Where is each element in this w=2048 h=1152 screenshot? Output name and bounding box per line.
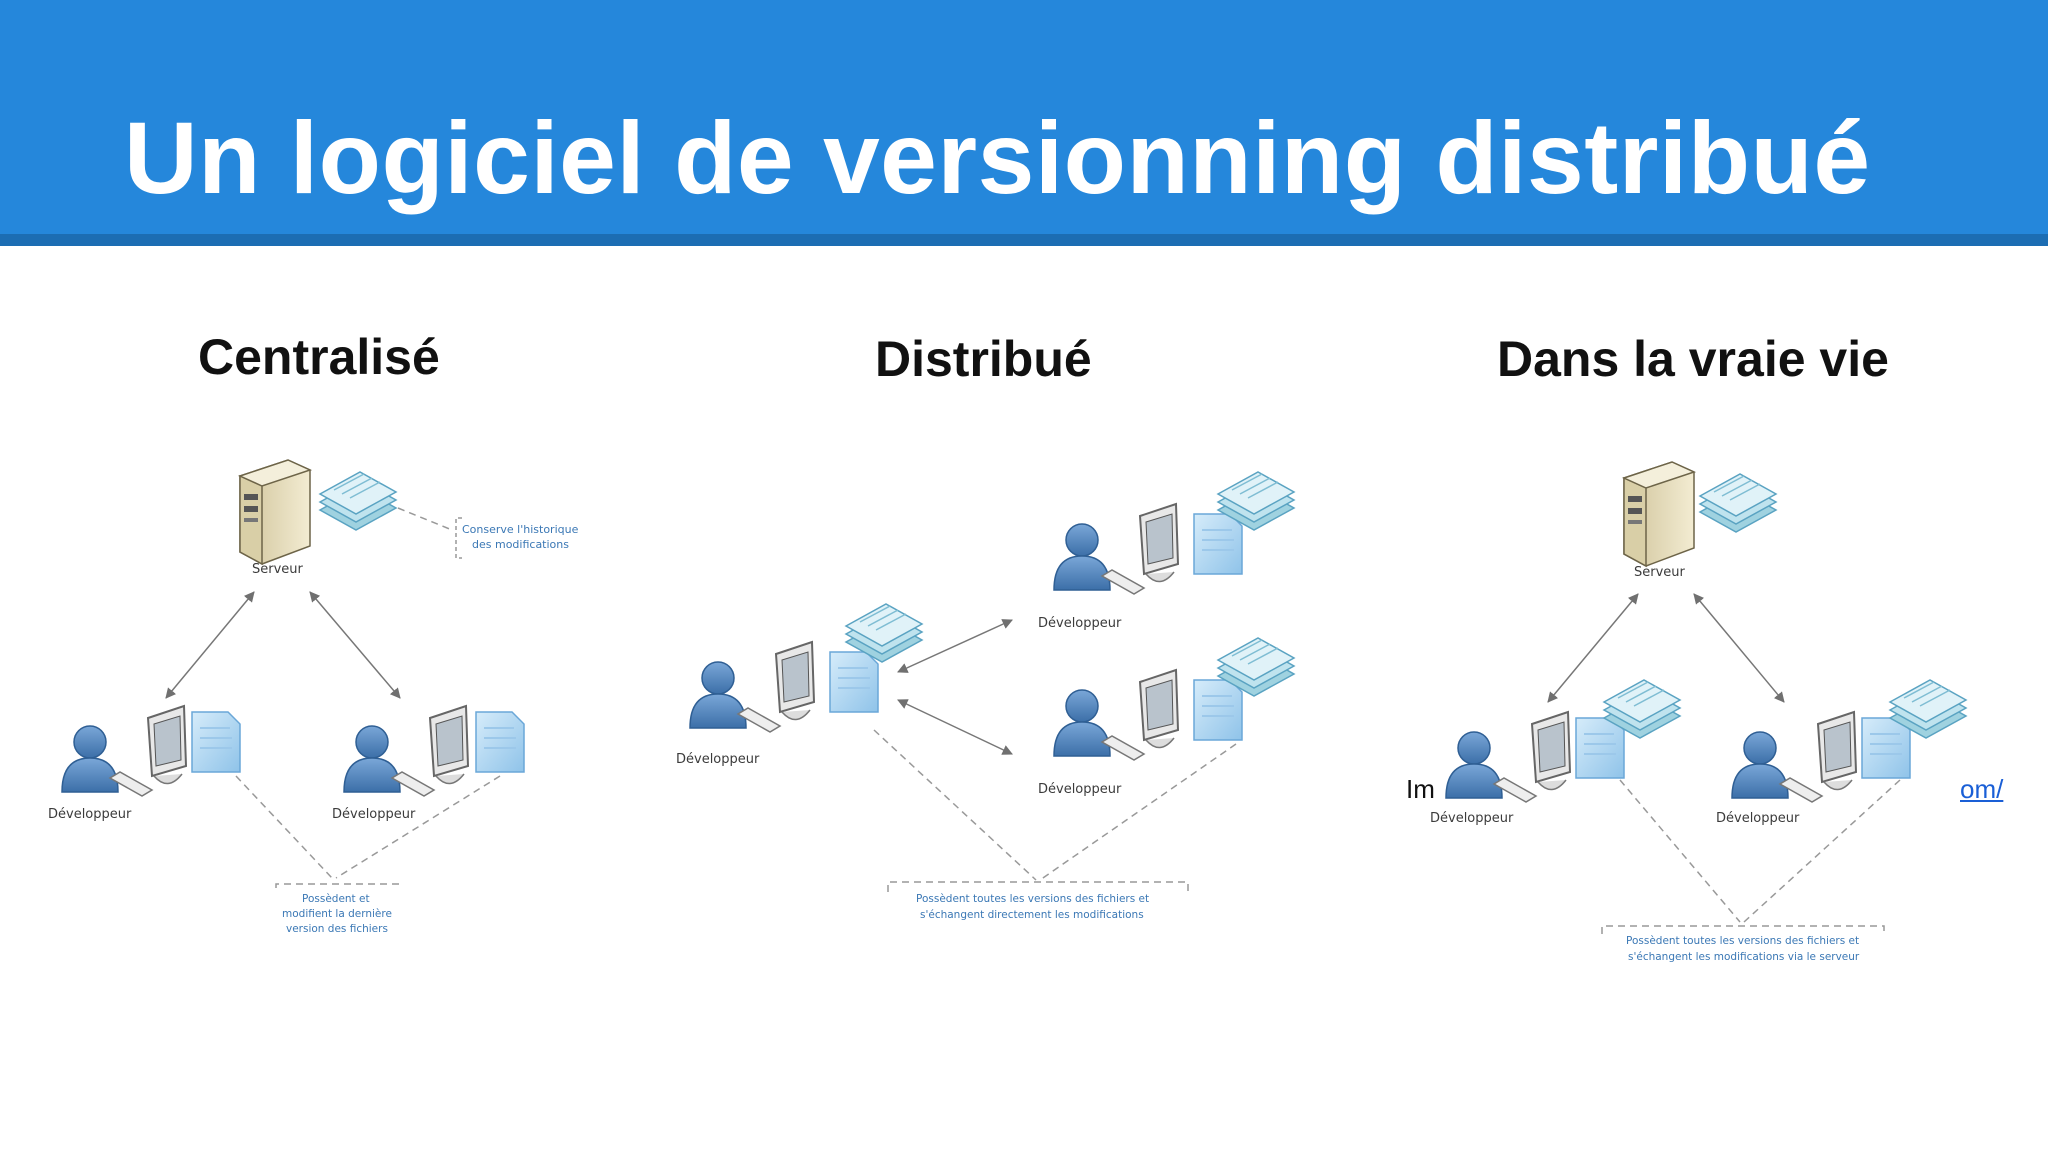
overlay-text-fragment: Im: [1406, 774, 1435, 804]
distribue-diagram: Développeur Développeur Développeur Poss…: [676, 471, 1295, 921]
bottom-note-line-1: Possèdent toutes les versions des fichie…: [916, 893, 1149, 905]
document-icon: [475, 711, 525, 773]
server-label: Serveur: [252, 562, 304, 577]
vraie-vie-diagram: Serveur Développeur Développeur Possèden…: [1430, 461, 1967, 963]
slide-header: Un logiciel de versionning distribué: [0, 0, 2048, 246]
document-icon: [829, 651, 879, 713]
developer-icon: [689, 641, 815, 733]
document-stack-icon: [319, 471, 397, 531]
bottom-note-line-1: Possèdent et: [302, 893, 370, 905]
slide-title: Un logiciel de versionning distribué: [124, 101, 1871, 215]
developer-label: Développeur: [332, 807, 416, 822]
document-icon: [1861, 717, 1911, 779]
bottom-note-line-2: s'échangent les modifications via le ser…: [1628, 951, 1860, 963]
server-note-line-1: Conserve l'historique: [462, 523, 579, 536]
developer-label: Développeur: [676, 752, 760, 767]
developer-label: Développeur: [1716, 811, 1800, 826]
column-title-centralise: Centralisé: [198, 329, 440, 385]
developer-label: Développeur: [1038, 782, 1122, 797]
server-icon: [1623, 461, 1695, 567]
column-title-distribue: Distribué: [875, 331, 1092, 387]
document-icon: [1193, 679, 1243, 741]
server-label: Serveur: [1634, 565, 1686, 580]
document-icon: [1575, 717, 1625, 779]
column-title-vraie-vie: Dans la vraie vie: [1497, 331, 1889, 387]
bottom-note-line-1: Possèdent toutes les versions des fichie…: [1626, 935, 1859, 947]
overlay-link-fragment[interactable]: om/: [1960, 774, 2004, 804]
document-icon: [1193, 513, 1243, 575]
centralise-diagram: Serveur Conserve l'historique des modifi…: [48, 459, 579, 935]
bottom-note-line-3: version des fichiers: [286, 923, 388, 935]
developer-icon: [1053, 669, 1179, 761]
developer-icon: [1053, 503, 1179, 595]
server-note-line-2: des modifications: [472, 538, 569, 551]
bottom-note-line-2: modifient la dernière: [282, 908, 392, 920]
developer-label: Développeur: [1430, 811, 1514, 826]
developer-icon: [61, 705, 187, 797]
document-icon: [191, 711, 241, 773]
developer-label: Développeur: [1038, 616, 1122, 631]
developer-icon: [1731, 711, 1857, 803]
developer-label: Développeur: [48, 807, 132, 822]
developer-icon: [1445, 711, 1571, 803]
document-stack-icon: [1699, 473, 1777, 533]
developer-icon: [343, 705, 469, 797]
bottom-note-line-2: s'échangent directement les modification…: [920, 909, 1144, 921]
server-icon: [239, 459, 311, 565]
